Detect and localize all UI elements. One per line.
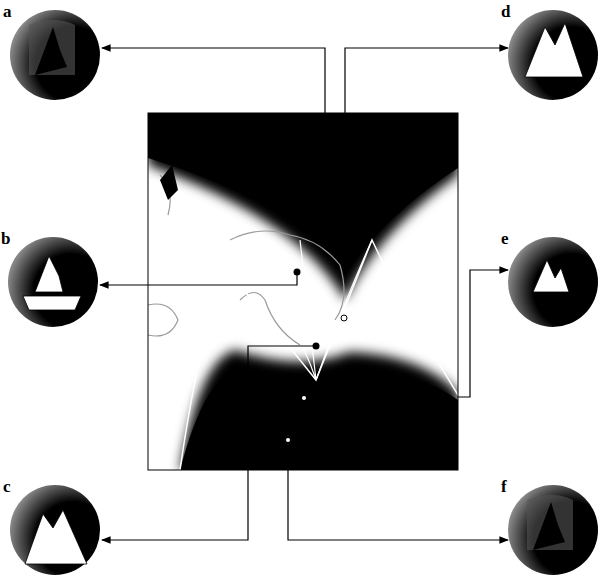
panel-letter: a [3,3,12,20]
sky-disk [503,480,603,580]
sky-disk [5,5,105,105]
view-circle: d [503,5,603,105]
panel-letter: f [501,478,507,495]
sky-disk [3,232,103,332]
panel-letter: e [501,230,509,247]
sky-disk [503,5,603,105]
panel-letter: d [501,3,510,20]
view-circle: f [503,480,603,580]
sky-disk [503,232,603,332]
panel-letter: c [3,478,11,495]
panel-letter: b [1,230,10,247]
view-circle: c [5,480,105,580]
view-circle: e [503,232,603,332]
leader-arrows [100,48,508,540]
map-panel [148,113,458,470]
view-circle: a [5,5,105,105]
view-circle: b [3,232,103,332]
sky-disk [5,480,105,580]
